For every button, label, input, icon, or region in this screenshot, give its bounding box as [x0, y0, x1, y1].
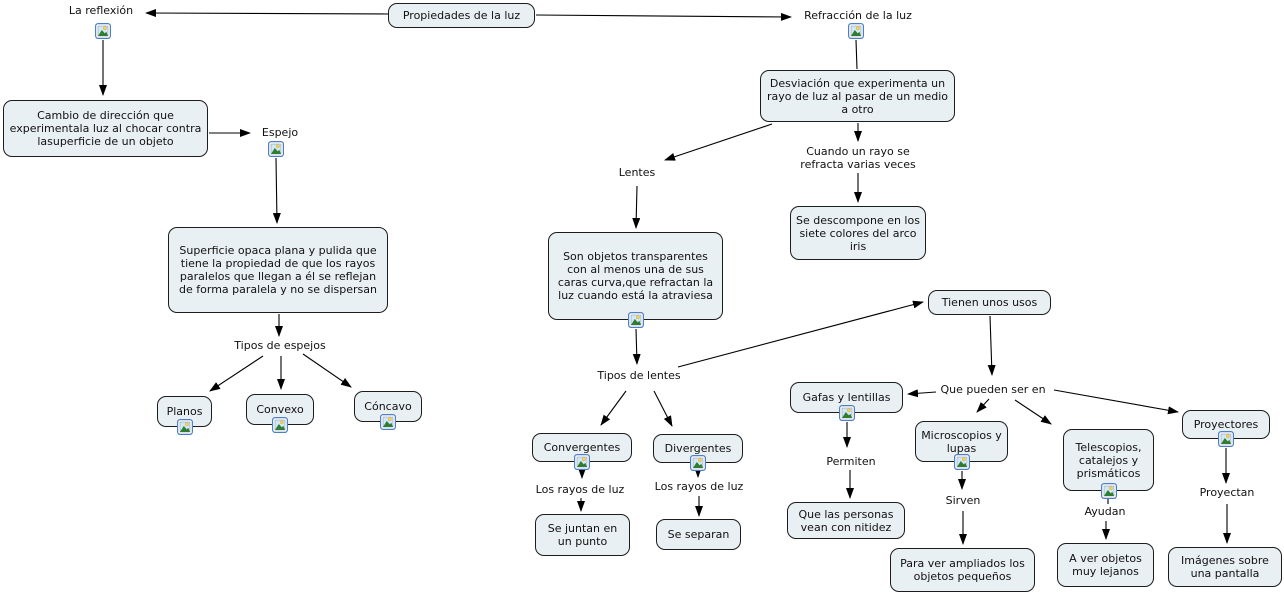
concept-node-a-ver[interactable]: A ver objetos muy lejanos: [1057, 543, 1154, 587]
edge-quepueden-proyectores: [1053, 389, 1179, 415]
image-icon-glyph: [627, 312, 644, 329]
concept-node-para-ver[interactable]: Para ver ampliados los objetos pequeños: [890, 548, 1035, 592]
linking-phrase-los-rayos-div[interactable]: Los rayos de luz: [654, 480, 744, 493]
image-icon-glyph: [848, 23, 865, 40]
linking-phrase-cuando-rayo[interactable]: Cuando un rayo se refracta varias veces: [800, 145, 916, 171]
concept-node-concavo[interactable]: Cóncavo: [354, 391, 422, 431]
concept-node-cambio-direccion[interactable]: Cambio de dirección que experimentala lu…: [3, 100, 208, 157]
image-icon-glyph: [1218, 431, 1235, 448]
image-resource-icon[interactable]: [272, 417, 289, 434]
edge-tiposlentes-divergentes: [653, 390, 673, 427]
edge-quepueden-gafas: [907, 389, 937, 398]
linking-phrase-tipos-lentes[interactable]: Tipos de lentes: [597, 369, 681, 382]
concept-node-planos[interactable]: Planos: [157, 396, 212, 436]
concept-label-lentes[interactable]: Lentes: [618, 166, 656, 179]
edge-refraccion-desviacion: [855, 39, 858, 70]
concept-node-se-juntan[interactable]: Se juntan en un punto: [535, 514, 630, 556]
concept-label-refraccion[interactable]: Refracción de la luz: [804, 9, 912, 22]
concept-node-se-separan[interactable]: Se separan: [656, 519, 741, 550]
edge-sonobjetos-tiposlentes: [632, 328, 641, 365]
image-resource-icon[interactable]: [848, 23, 865, 40]
image-resource-icon[interactable]: [690, 455, 707, 472]
edge-tienenusos-quepueden: [987, 315, 996, 376]
linking-phrase-tipos-espejos[interactable]: Tipos de espejos: [234, 339, 326, 352]
image-icon-glyph: [380, 414, 397, 431]
image-icon-glyph: [1100, 483, 1117, 500]
linking-phrase-que-pueden[interactable]: Que pueden ser en: [940, 383, 1046, 396]
image-icon-glyph: [272, 417, 289, 434]
image-resource-icon[interactable]: [268, 141, 285, 158]
linking-phrase-permiten[interactable]: Permiten: [826, 455, 876, 468]
image-icon-glyph: [953, 454, 970, 471]
edge-tiposespejos-planos: [209, 355, 264, 392]
image-icon-glyph: [838, 405, 855, 422]
edge-tiposespejos-concavo: [302, 353, 352, 388]
edge-desviacion-lentes: [664, 123, 773, 161]
concept-node-imagenes[interactable]: Imágenes sobre una pantalla: [1168, 547, 1282, 587]
concept-node-convexo[interactable]: Convexo: [246, 394, 314, 434]
edge-tiposlentes-convergentes: [600, 390, 627, 426]
image-icon-glyph: [574, 454, 591, 471]
concept-node-descompone[interactable]: Se descompone en los siete colores del a…: [790, 206, 926, 260]
concept-node-son-objetos[interactable]: Son objetos transparentes con al menos u…: [548, 232, 723, 329]
concept-node-proyectores[interactable]: Proyectores: [1182, 410, 1270, 448]
image-resource-icon[interactable]: [1100, 483, 1117, 500]
image-icon-glyph: [176, 419, 193, 436]
concept-node-tienen-usos[interactable]: Tienen unos usos: [928, 290, 1051, 315]
image-resource-icon[interactable]: [95, 23, 112, 40]
image-resource-icon[interactable]: [838, 405, 855, 422]
linking-phrase-proyectan[interactable]: Proyectan: [1199, 486, 1255, 499]
concept-label-espejo[interactable]: Espejo: [261, 126, 299, 139]
image-resource-icon[interactable]: [627, 312, 644, 329]
concept-node-convergentes[interactable]: Convergentes: [532, 433, 632, 471]
edge-propiedades-refraccion: [535, 12, 792, 21]
image-resource-icon[interactable]: [380, 414, 397, 431]
edge-lentes-sonobjetos: [632, 185, 641, 229]
image-resource-icon[interactable]: [953, 454, 970, 471]
image-icon-glyph: [690, 455, 707, 472]
concept-label-la-reflexion[interactable]: La reflexión: [68, 4, 134, 17]
concept-node-divergentes[interactable]: Divergentes: [653, 434, 743, 472]
concept-node-telescopios[interactable]: Telescopios, catalejos y prismáticos: [1063, 429, 1154, 500]
edge-quepueden-telescopios: [1014, 399, 1052, 425]
edge-espejo-superficie: [272, 157, 281, 224]
image-icon-glyph: [268, 141, 285, 158]
image-resource-icon[interactable]: [176, 419, 193, 436]
concept-node-microscopios[interactable]: Microscopios y lupas: [915, 421, 1008, 471]
image-resource-icon[interactable]: [574, 454, 591, 471]
linking-phrase-sirven[interactable]: Sirven: [945, 494, 981, 507]
image-resource-icon[interactable]: [1218, 431, 1235, 448]
concept-node-que-personas[interactable]: Que las personas vean con nitidez: [787, 502, 905, 539]
concept-node-superficie[interactable]: Superficie opaca plana y pulida que tien…: [168, 227, 388, 313]
concept-node-propiedades[interactable]: Propiedades de la luz: [388, 3, 535, 28]
linking-phrase-ayudan[interactable]: Ayudan: [1084, 505, 1126, 518]
linking-phrase-los-rayos-conv[interactable]: Los rayos de luz: [535, 483, 625, 496]
edge-propiedades-reflexion: [145, 9, 389, 18]
concept-node-desviacion[interactable]: Desviación que experimenta un rayo de lu…: [760, 70, 955, 122]
edge-quepueden-microscopios: [976, 398, 990, 413]
image-icon-glyph: [95, 23, 112, 40]
concept-node-gafas[interactable]: Gafas y lentillas: [790, 382, 903, 422]
